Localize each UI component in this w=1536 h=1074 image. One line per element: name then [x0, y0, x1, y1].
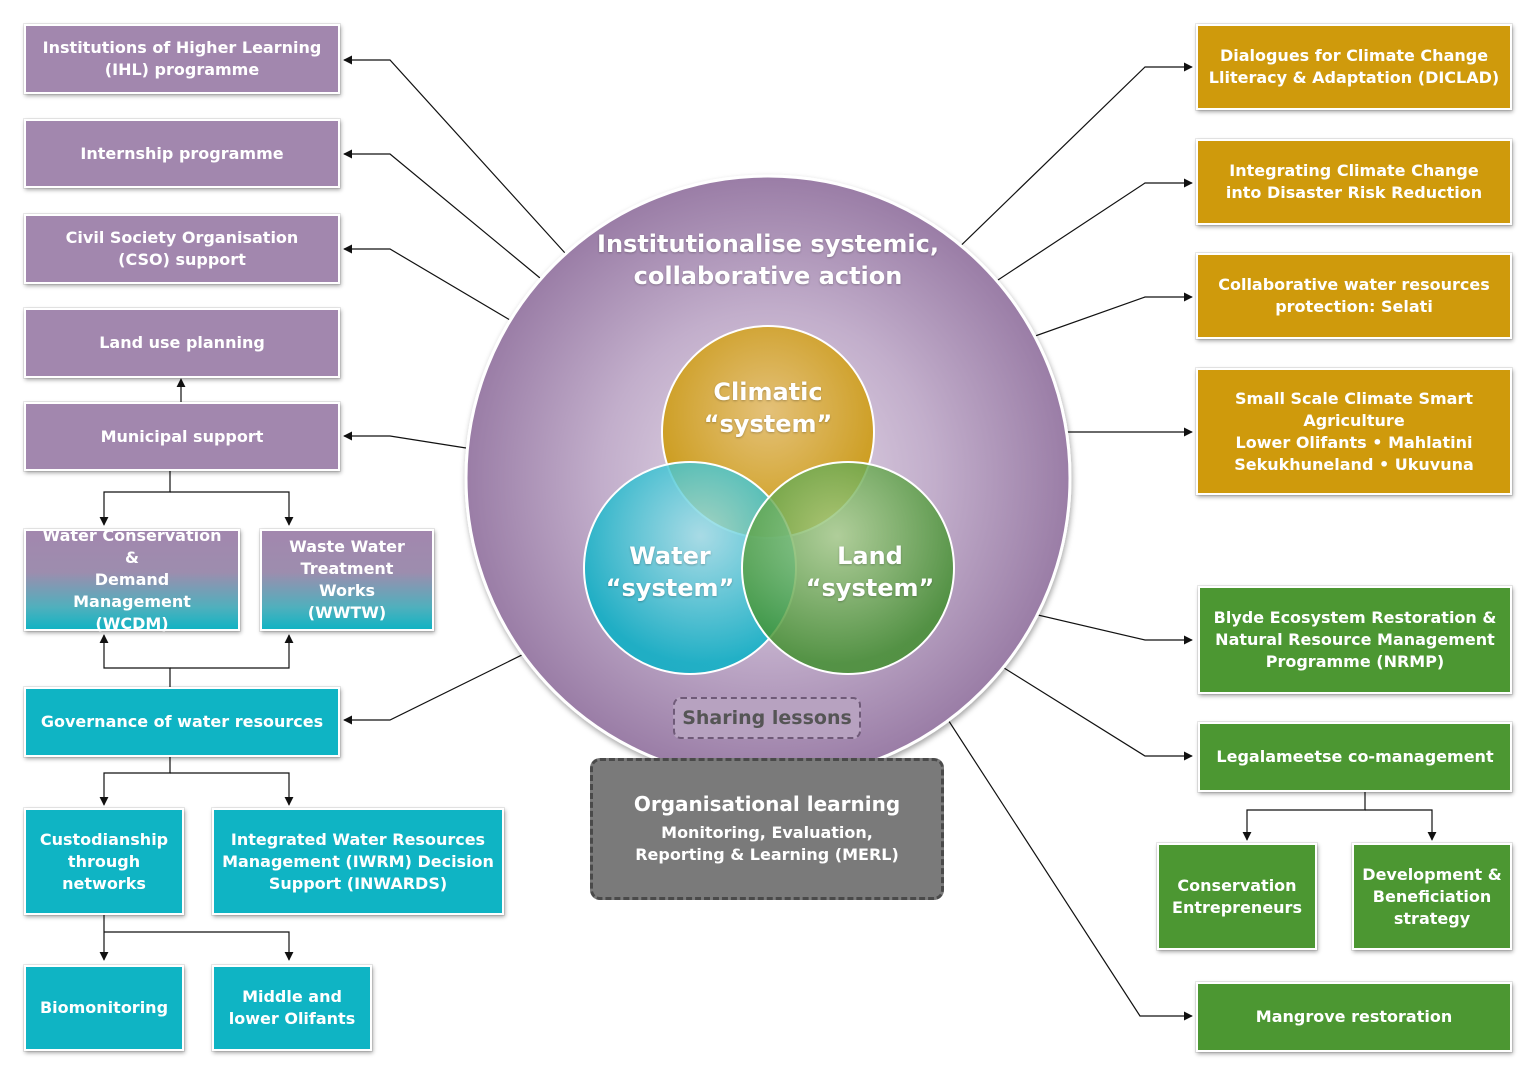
internship-box: Internship programme — [24, 119, 340, 188]
line-legal-split — [1242, 792, 1366, 841]
cso-box: Civil Society Organisation (CSO) support — [24, 214, 340, 284]
nrmp-box: Blyde Ecosystem Restoration & Natural Re… — [1198, 586, 1512, 694]
diclad-box: Dialogues for Climate Change Lliteracy &… — [1196, 24, 1512, 110]
conservation-entrepreneurs-box: Conservation Entrepreneurs — [1157, 843, 1317, 950]
org-learning-title: Organisational learning — [633, 792, 901, 816]
line-gov-up — [99, 634, 171, 687]
line-ihl — [343, 55, 566, 254]
disaster-risk-reduction-box: Integrating Climate Change into Disaster… — [1196, 139, 1512, 225]
wcdm-box: Water Conservation & Demand Management (… — [24, 526, 240, 633]
sharing-lessons-label: Sharing lessons — [673, 697, 861, 739]
legalameetse-box: Legalameetse co-management — [1198, 722, 1512, 792]
climatic-label: Climatic “system” — [703, 378, 833, 438]
custodianship-box: Custodianship through networks — [24, 808, 184, 915]
line-legalameetse — [939, 627, 1193, 761]
line-cso — [343, 244, 511, 321]
selati-box: Collaborative water resources protection… — [1196, 253, 1512, 339]
land-label: Land “system” — [805, 542, 935, 602]
biomonitoring-box: Biomonitoring — [24, 965, 184, 1051]
mangrove-restoration-box: Mangrove restoration — [1196, 982, 1512, 1052]
land-use-planning-box: Land use planning — [24, 308, 340, 378]
water-label: Water “system” — [605, 542, 735, 602]
ihl-box: Institutions of Higher Learning (IHL) pr… — [24, 24, 340, 94]
central-circle-group — [464, 174, 1072, 782]
line-mangrove — [907, 657, 1193, 1021]
development-beneficiation-box: Development & Beneficiation strategy — [1352, 843, 1512, 950]
line-municipal — [343, 431, 467, 449]
middle-lower-olifants-box: Middle and lower Olifants — [212, 965, 372, 1051]
governance-box: Governance of water resources — [24, 687, 340, 757]
org-learning-subtitle: Monitoring, Evaluation, Reporting & Lear… — [635, 823, 899, 864]
center-title: Institutionalise systemic, collaborative… — [597, 230, 939, 290]
iwrm-box: Integrated Water Resources Management (I… — [212, 808, 504, 915]
line-gov-down — [99, 755, 171, 806]
organisational-learning-box: Organisational learning Monitoring, Eval… — [590, 758, 944, 900]
line-municipal-split — [99, 469, 171, 526]
municipal-support-box: Municipal support — [24, 402, 340, 471]
climate-smart-agriculture-box: Small Scale Climate Smart Agriculture Lo… — [1196, 368, 1512, 495]
wwtw-box: Waste Water Treatment Works (WWTW) — [260, 529, 434, 631]
line-internship — [343, 149, 541, 279]
land-circle — [741, 461, 955, 675]
